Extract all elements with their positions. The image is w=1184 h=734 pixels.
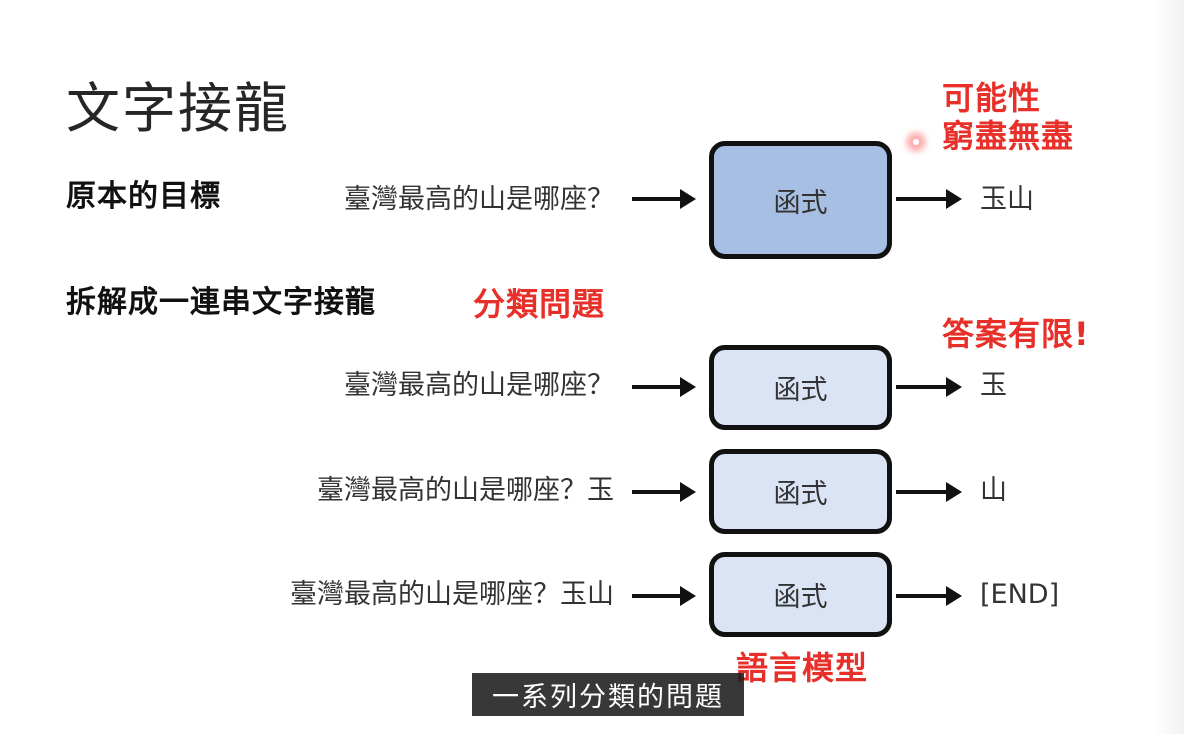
arrow-icon (632, 586, 696, 606)
row-input: 臺灣最高的山是哪座？玉 (317, 475, 614, 506)
video-subtitle: 一系列分類的問題 (472, 673, 744, 716)
arrow-icon (632, 189, 696, 209)
slide-title: 文字接龍 (66, 77, 290, 140)
arrow-icon (632, 482, 696, 502)
row-output: 玉 (980, 370, 1007, 401)
answers-finite-label: 答案有限! (942, 315, 1090, 353)
section-decompose: 拆解成一連串文字接龍 (66, 285, 376, 320)
row-input: 臺灣最高的山是哪座？ (344, 370, 614, 401)
arrow-icon (896, 377, 962, 397)
possibilities-line-1: 可能性 (942, 79, 1042, 117)
function-box-main: 函式 (709, 141, 892, 259)
edge-shade (1154, 0, 1184, 734)
row-output: [END] (980, 579, 1060, 610)
pointer-dot-icon (910, 136, 922, 148)
function-box: 函式 (709, 449, 892, 534)
row-input: 臺灣最高的山是哪座？玉山 (290, 579, 614, 610)
language-model-label: 語言模型 (736, 649, 869, 687)
original-output: 玉山 (980, 184, 1034, 215)
section-original-goal: 原本的目標 (66, 179, 221, 214)
function-box: 函式 (709, 552, 892, 637)
arrow-icon (896, 482, 962, 502)
arrow-icon (896, 189, 962, 209)
arrow-icon (896, 586, 962, 606)
row-output: 山 (980, 475, 1007, 506)
function-box: 函式 (709, 345, 892, 430)
possibilities-line-2: 窮盡無盡 (942, 116, 1075, 155)
classification-label: 分類問題 (473, 285, 606, 323)
arrow-icon (632, 377, 696, 397)
possibilities-label: 可能性 窮盡無盡 (942, 79, 1075, 156)
original-question: 臺灣最高的山是哪座？ (344, 184, 614, 215)
